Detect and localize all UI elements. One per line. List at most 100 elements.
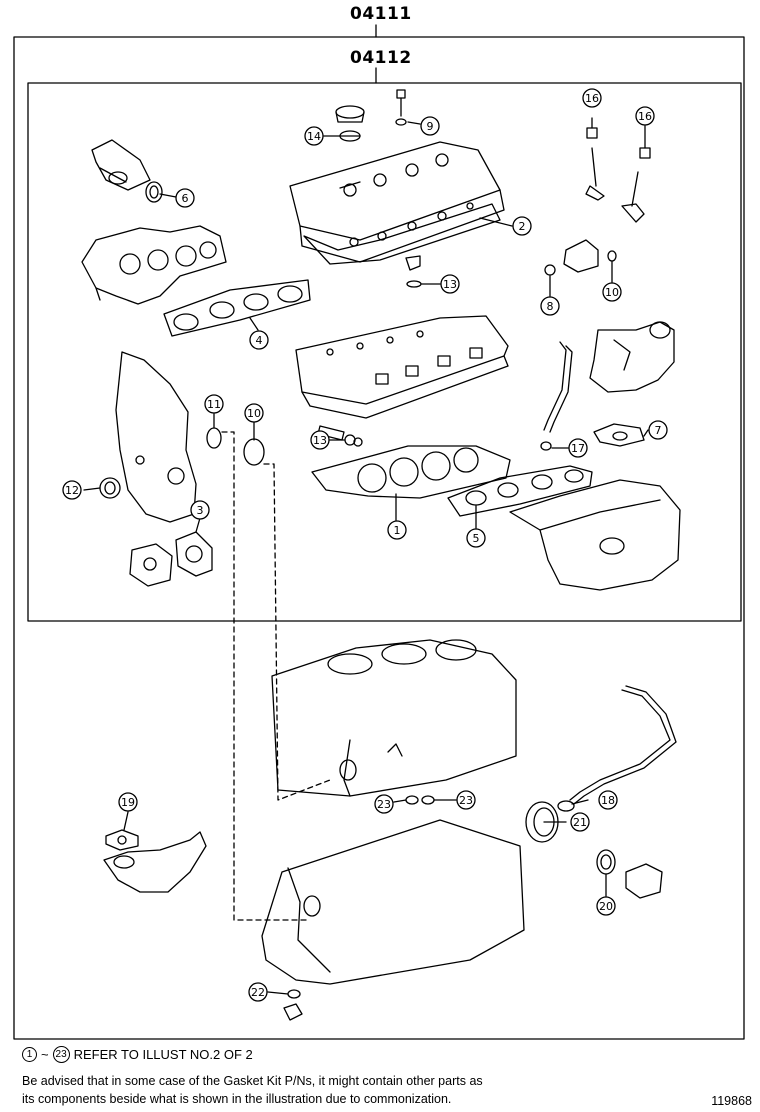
oil-strainer: [103, 831, 207, 893]
callout-23a: 23: [374, 794, 394, 814]
valve-stem-seals: [585, 127, 651, 223]
svg-text:13: 13: [313, 434, 327, 447]
drain-plug: [283, 1003, 303, 1021]
intake-pipe: [91, 139, 151, 191]
svg-text:3: 3: [197, 504, 204, 517]
callout-14: 13: [440, 274, 460, 294]
note-tilde: ~: [41, 1047, 49, 1062]
svg-text:4: 4: [256, 334, 263, 347]
illustration-id: 119868: [711, 1094, 752, 1108]
oil-pump-gasket: [175, 531, 213, 577]
o-ring-23b: [421, 795, 435, 805]
note-to-circle: 23: [52, 1046, 70, 1063]
o-ring-23a: [405, 795, 419, 805]
svg-text:16: 16: [585, 92, 599, 105]
o-ring-10: [243, 438, 265, 466]
svg-text:8: 8: [547, 300, 554, 313]
cylinder-block: [271, 639, 517, 797]
callout-8: 8: [540, 296, 560, 316]
oil-level-gauge-guide: [557, 685, 677, 812]
callout-3: 3: [190, 500, 210, 520]
outer-kit-frame: [13, 36, 745, 1040]
svg-text:22: 22: [251, 986, 265, 999]
callout-5: 5: [466, 528, 486, 548]
callout-22: 22: [248, 982, 268, 1002]
callout-15: 14: [304, 126, 324, 146]
callout-19: 19: [118, 792, 138, 812]
oil-pump: [129, 543, 173, 587]
callout-7: 7: [648, 420, 668, 440]
dipstick-guide: [540, 341, 573, 451]
callout-2: 2: [512, 216, 532, 236]
svg-text:23: 23: [459, 794, 473, 807]
callout-4: 4: [249, 330, 269, 350]
inner-kit-number: 04112: [350, 48, 412, 68]
svg-text:2: 2: [519, 220, 526, 233]
svg-text:21: 21: [573, 816, 587, 829]
note-from-circle: 1: [22, 1047, 37, 1062]
timing-chain-cover: [115, 351, 197, 523]
callout-16b: 16: [635, 106, 655, 126]
svg-text:11: 11: [207, 398, 221, 411]
callout-1: 1: [387, 520, 407, 540]
drain-plug-gasket: [287, 989, 301, 999]
svg-text:14: 14: [307, 130, 321, 143]
callout-10b: 10: [244, 403, 264, 423]
svg-text:17: 17: [571, 442, 585, 455]
callout-18: 18: [598, 790, 618, 810]
svg-text:18: 18: [601, 794, 615, 807]
cylinder-head: [295, 315, 509, 419]
note-text: REFER TO ILLUST NO.2 OF 2: [73, 1047, 253, 1062]
o-ring-11: [206, 427, 222, 449]
callout-10a: 10: [602, 282, 622, 302]
svg-text:13: 13: [443, 278, 457, 291]
exploded-parts-diagram: 6 2 4 14 9 16 16 8 10 13 7 17 11 10 13 1…: [13, 24, 745, 1040]
water-outlet-bolt: [405, 255, 422, 288]
callout-17: 17: [568, 438, 588, 458]
injector-fitting: [544, 239, 617, 276]
cover-bolt: [395, 89, 407, 126]
cylinder-head-gasket: [311, 445, 511, 499]
oil-strainer-gasket: [105, 829, 139, 851]
oil-pan: [261, 819, 525, 985]
svg-text:10: 10: [247, 407, 261, 420]
exhaust-manifold: [81, 225, 227, 305]
callouts: 6 2 4 14 9 16 16 8 10 13 7 17 11 10 13 1…: [62, 88, 668, 1002]
dashed-leader-lines: [221, 431, 331, 921]
svg-text:7: 7: [655, 424, 662, 437]
svg-text:19: 19: [121, 796, 135, 809]
exhaust-manifold-gasket: [163, 279, 311, 337]
water-inlet-gasket: [593, 423, 645, 447]
front-oil-seal: [99, 477, 121, 499]
svg-text:1: 1: [394, 524, 401, 537]
head-cover-gasket: [303, 202, 501, 265]
callout-leaders: [83, 117, 649, 995]
intake-manifold-gasket: [447, 465, 593, 517]
svg-text:9: 9: [427, 120, 434, 133]
oil-seal-20: [596, 849, 616, 875]
svg-text:6: 6: [182, 192, 189, 205]
outer-kit-number: 04111: [350, 4, 412, 24]
refer-note: 1 ~ 23 REFER TO ILLUST NO.2 OF 2: [22, 1046, 253, 1063]
callout-16a: 16: [582, 88, 602, 108]
svg-text:23: 23: [377, 798, 391, 811]
callout-21: 21: [570, 812, 590, 832]
water-outlet-housing: [589, 321, 675, 393]
svg-text:5: 5: [473, 532, 480, 545]
advisory-line-1: Be advised that in some case of the Gask…: [22, 1074, 483, 1088]
svg-text:20: 20: [599, 900, 613, 913]
callout-13: 13: [310, 430, 330, 450]
callout-20: 20: [596, 896, 616, 916]
advisory-line-2: its components beside what is shown in t…: [22, 1092, 452, 1106]
callout-9: 9: [420, 116, 440, 136]
callout-12: 12: [62, 480, 82, 500]
callout-23b: 23: [456, 790, 476, 810]
oil-filler-cap: [335, 105, 365, 123]
svg-text:16: 16: [638, 110, 652, 123]
callout-11: 11: [204, 394, 224, 414]
svg-text:10: 10: [605, 286, 619, 299]
ring-gasket-6: [145, 181, 163, 203]
label-12: 12: [65, 484, 79, 497]
inner-kit-frame: [27, 82, 742, 622]
intake-manifold: [509, 479, 681, 591]
